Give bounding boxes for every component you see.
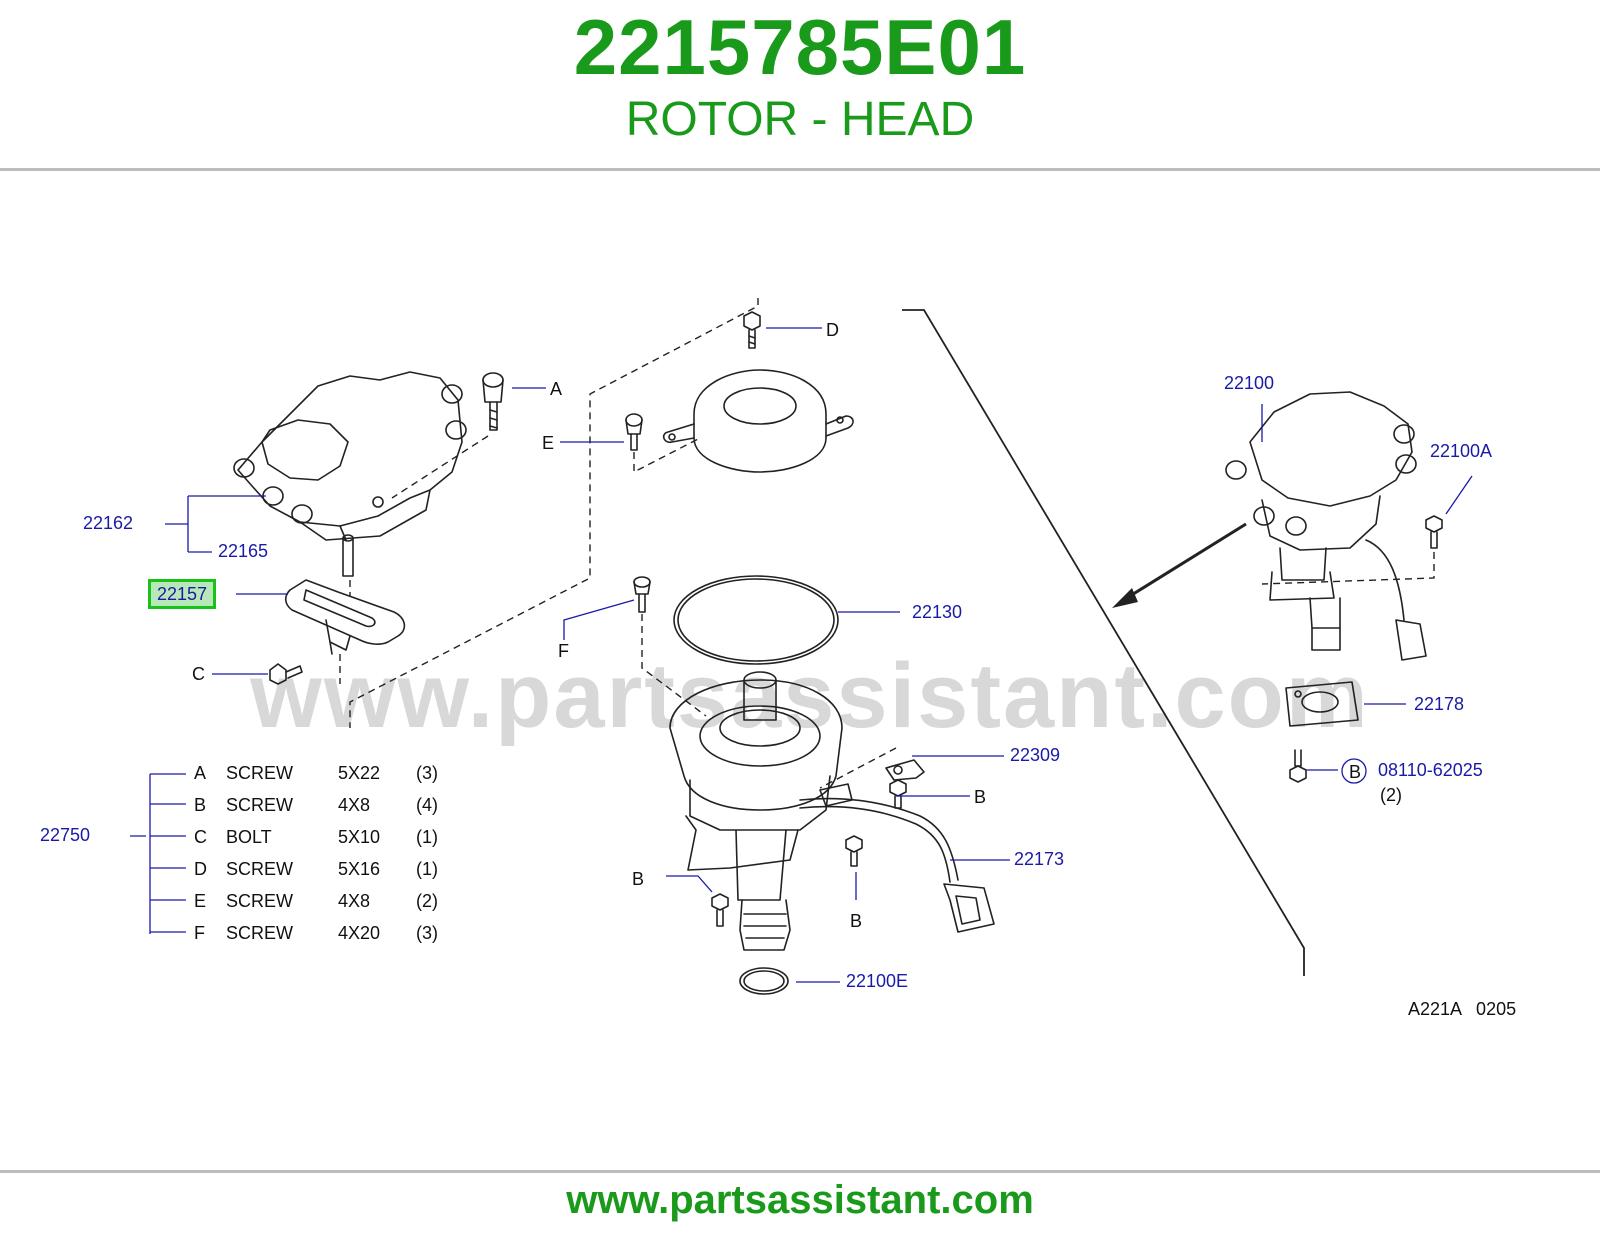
callout-22100e[interactable]: 22100E (846, 971, 909, 991)
letter-label-b-lower: B (850, 911, 863, 931)
bolt-08110-drawing (1289, 749, 1307, 783)
page-header: 2215785E01 ROTOR - HEAD (0, 0, 1600, 170)
screw-a-drawing (482, 372, 504, 431)
legend-qty-3: (1) (416, 859, 438, 879)
footer-site-link[interactable]: www.partsassistant.com (566, 1178, 1034, 1222)
view-boundary (902, 309, 1305, 976)
legend-letter-1: B (194, 795, 207, 815)
legend-letter-3: D (194, 859, 207, 879)
assembly-dashed-lines (339, 298, 1435, 789)
letter-label-d: D (826, 320, 839, 340)
legend-qty-0: (3) (416, 763, 438, 783)
legend-qty-4: (2) (416, 891, 438, 911)
bolt-22100a-drawing (1425, 515, 1443, 549)
screw-e-drawing (625, 413, 643, 451)
plate-22178-drawing (1285, 681, 1359, 727)
legend-name-2: BOLT (226, 827, 272, 847)
part-number-title: 2215785E01 (573, 3, 1027, 91)
letter-label-c: C (192, 664, 205, 684)
letter-label-b-right: B (974, 787, 987, 807)
legend-letter-0: A (194, 763, 207, 783)
parts-diagram: www.partsassistant.com (0, 180, 1600, 1120)
o-ring-22100e-drawing (739, 967, 789, 995)
legend-name-1: SCREW (226, 795, 293, 815)
legend-name-0: SCREW (226, 763, 293, 783)
leader-lines (130, 327, 1473, 983)
letter-label-b-circled: B (1349, 762, 1362, 782)
legend-size-3: 5X16 (338, 859, 381, 879)
callout-22750[interactable]: 22750 (40, 825, 91, 845)
distributor-housing-drawing (669, 671, 995, 951)
rotor-head-drawing (284, 579, 406, 655)
legend-size-4: 4X8 (338, 891, 371, 911)
screw-f-drawing (633, 576, 651, 613)
callout-22157[interactable]: 22157 (148, 579, 217, 609)
assembled-distributor-drawing (1225, 391, 1427, 661)
footer-divider (0, 1170, 1600, 1173)
part-name-subtitle: ROTOR - HEAD (625, 93, 975, 146)
legend-name-5: SCREW (226, 923, 293, 943)
callout-22100[interactable]: 22100 (1224, 373, 1275, 393)
legend-size-0: 5X22 (338, 763, 381, 783)
legend-letter-5: F (194, 923, 205, 943)
letter-label-e: E (542, 433, 555, 453)
ignition-cover-drawing (662, 369, 854, 473)
letter-label-f: F (558, 641, 569, 661)
callout-22165[interactable]: 22165 (218, 541, 269, 561)
direction-arrow (1112, 522, 1247, 608)
legend-name-3: SCREW (226, 859, 293, 879)
legend-name-4: SCREW (226, 891, 293, 911)
callout-08110-62025[interactable]: 08110-62025 (1378, 760, 1483, 780)
legend-qty-2: (1) (416, 827, 438, 847)
legend-qty-1: (4) (416, 795, 438, 815)
legend-size-1: 4X8 (338, 795, 371, 815)
callout-22178[interactable]: 22178 (1414, 694, 1465, 714)
legend-letter-4: E (194, 891, 207, 911)
screw-d-drawing (743, 311, 761, 349)
legend-letter-2: C (194, 827, 207, 847)
legend-size-5: 4X20 (338, 923, 381, 943)
letter-label-a: A (550, 379, 563, 399)
diagram-drawing (130, 298, 1473, 995)
callout-22162[interactable]: 22162 (83, 513, 134, 533)
callout-22100a[interactable]: 22100A (1430, 441, 1493, 461)
legend-size-2: 5X10 (338, 827, 381, 847)
clip-22309-drawing (885, 759, 925, 781)
plug-22165-drawing (342, 534, 354, 577)
drawing-code: A221A 0205 (1408, 999, 1517, 1019)
quantity-label: (2) (1380, 785, 1402, 805)
distributor-cap-drawing (233, 371, 467, 541)
callout-22130[interactable]: 22130 (912, 602, 963, 622)
header-divider (0, 168, 1600, 171)
callout-22173[interactable]: 22173 (1014, 849, 1065, 869)
legend-qty-5: (3) (416, 923, 438, 943)
bolt-c-drawing (269, 663, 303, 685)
o-ring-22130-drawing (673, 575, 839, 665)
letter-label-b-left: B (632, 869, 645, 889)
callout-22309[interactable]: 22309 (1010, 745, 1061, 765)
